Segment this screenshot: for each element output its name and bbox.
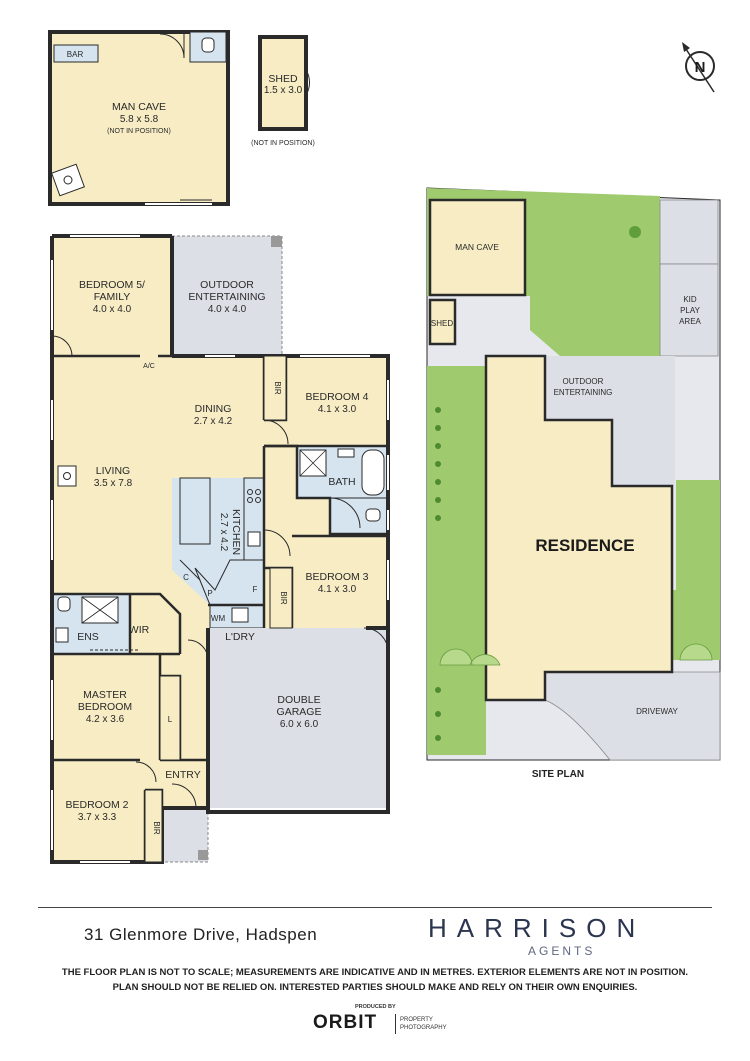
laundry-label: L'DRY bbox=[225, 631, 255, 643]
bath-label: BATH bbox=[328, 476, 355, 488]
garage-dim: 6.0 x 6.0 bbox=[280, 719, 319, 730]
agency-brand-subtitle: AGENTS bbox=[528, 944, 596, 958]
shed-room: SHED 1.5 x 3.0 (NOT IN POSITION) bbox=[251, 35, 315, 147]
garage-name: DOUBLE bbox=[277, 694, 320, 706]
man-cave-room: BAR MAN CAVE 5.8 x 5.8 (NOT IN POSITION) bbox=[48, 30, 230, 206]
bir-bedroom2-label: BIR bbox=[152, 821, 161, 835]
disclaimer: THE FLOOR PLAN IS NOT TO SCALE; MEASUREM… bbox=[20, 965, 730, 995]
disclaimer-line-2: PLAN SHOULD NOT BE RELIED ON. INTERESTED… bbox=[112, 982, 638, 993]
man-cave-dim: 5.8 x 5.8 bbox=[120, 114, 159, 125]
living-dim: 3.5 x 7.8 bbox=[94, 478, 133, 489]
kid-play-label-3: AREA bbox=[679, 317, 701, 326]
bedroom4-name: BEDROOM 4 bbox=[305, 391, 368, 403]
site-driveway-label: DRIVEWAY bbox=[636, 707, 678, 716]
kid-play-label-2: PLAY bbox=[680, 306, 701, 315]
bir-bedroom4-label: BIR bbox=[273, 381, 282, 395]
f-label: F bbox=[253, 585, 258, 594]
agency-brand-logo: HARRISON bbox=[428, 913, 646, 943]
property-address: 31 Glenmore Drive, Hadspen bbox=[84, 925, 318, 944]
orbit-logo-subtitle: PROPERTY PHOTOGRAPHY bbox=[400, 1016, 447, 1032]
north-compass-icon: N bbox=[682, 42, 715, 93]
site-outdoor-label-2: ENTERTAINING bbox=[554, 388, 613, 397]
shed-dim: 1.5 x 3.0 bbox=[264, 85, 303, 96]
side-lawn bbox=[427, 366, 486, 755]
dining-name: DINING bbox=[195, 403, 232, 415]
ac-label: A/C bbox=[143, 363, 155, 370]
main-house: BEDROOM 5/ FAMILY 4.0 x 4.0 OUTDOOR ENTE… bbox=[50, 234, 390, 864]
compass-label: N bbox=[695, 59, 706, 76]
bedroom2-name: BEDROOM 2 bbox=[65, 799, 128, 811]
orbit-logo-divider bbox=[395, 1014, 396, 1034]
site-man-cave-label: MAN CAVE bbox=[455, 242, 499, 252]
man-cave-bar-label: BAR bbox=[67, 50, 84, 59]
bedroom4-dim: 4.1 x 3.0 bbox=[318, 404, 357, 415]
footer-divider bbox=[38, 907, 712, 908]
orbit-sub-line-2: PHOTOGRAPHY bbox=[400, 1025, 447, 1031]
bedroom2-dim: 3.7 x 3.3 bbox=[78, 812, 117, 823]
produced-by-label: PRODUCED BY bbox=[355, 1004, 396, 1010]
bedroom5-name-2: FAMILY bbox=[94, 291, 131, 303]
garage-room bbox=[208, 628, 388, 808]
master-name: MASTER bbox=[83, 689, 127, 701]
site-residence bbox=[484, 354, 674, 702]
bedroom5-name: BEDROOM 5/ bbox=[79, 279, 145, 291]
site-shed-label: SHED bbox=[431, 319, 453, 328]
wm-label: WM bbox=[211, 614, 226, 623]
master-name-2: BEDROOM bbox=[78, 701, 132, 713]
outdoor-name: OUTDOOR bbox=[200, 279, 254, 291]
garage-name-2: GARAGE bbox=[277, 706, 322, 718]
linen-label: L bbox=[168, 715, 173, 724]
orbit-logo: ORBIT bbox=[313, 1012, 378, 1033]
outdoor-dim: 4.0 x 4.0 bbox=[208, 304, 247, 315]
site-outdoor-label-1: OUTDOOR bbox=[563, 377, 604, 386]
entry-label: ENTRY bbox=[165, 769, 200, 781]
kitchen-name: KITCHEN bbox=[230, 509, 242, 555]
site-residence-label: RESIDENCE bbox=[535, 536, 634, 555]
wir-label: WIR bbox=[129, 624, 150, 636]
bir-bedroom3-label: BIR bbox=[279, 591, 288, 605]
man-cave-note: (NOT IN POSITION) bbox=[107, 128, 171, 135]
site-plan-title: SITE PLAN bbox=[532, 769, 584, 780]
living-name: LIVING bbox=[96, 465, 130, 477]
p-label: P bbox=[207, 589, 212, 598]
site-man-cave bbox=[428, 198, 527, 297]
bedroom3-name: BEDROOM 3 bbox=[305, 571, 368, 583]
shed-note: (NOT IN POSITION) bbox=[251, 140, 315, 147]
bedroom3-dim: 4.1 x 3.0 bbox=[318, 584, 357, 595]
floor-plan: BAR MAN CAVE 5.8 x 5.8 (NOT IN POSITION)… bbox=[48, 30, 721, 864]
shed-name: SHED bbox=[268, 73, 298, 85]
kid-play-area bbox=[659, 263, 719, 357]
master-dim: 4.2 x 3.6 bbox=[86, 714, 125, 725]
driveway bbox=[544, 671, 721, 761]
orbit-sub-line-1: PROPERTY bbox=[400, 1017, 433, 1023]
site-plan: MAN CAVE SHED KID PLAY AREA OUTDOOR ENTE… bbox=[426, 187, 721, 780]
man-cave-name: MAN CAVE bbox=[112, 101, 166, 113]
kid-play-label-1: KID bbox=[683, 295, 697, 304]
kitchen-dim: 2.7 x 4.2 bbox=[218, 513, 229, 552]
c-label: C bbox=[183, 573, 189, 582]
dining-dim: 2.7 x 4.2 bbox=[194, 416, 233, 427]
bedroom5-dim: 4.0 x 4.0 bbox=[93, 304, 132, 315]
site-shed bbox=[428, 298, 457, 346]
outdoor-name-2: ENTERTAINING bbox=[188, 291, 265, 303]
ensuite-label: ENS bbox=[77, 631, 99, 643]
disclaimer-line-1: THE FLOOR PLAN IS NOT TO SCALE; MEASUREM… bbox=[61, 967, 689, 978]
